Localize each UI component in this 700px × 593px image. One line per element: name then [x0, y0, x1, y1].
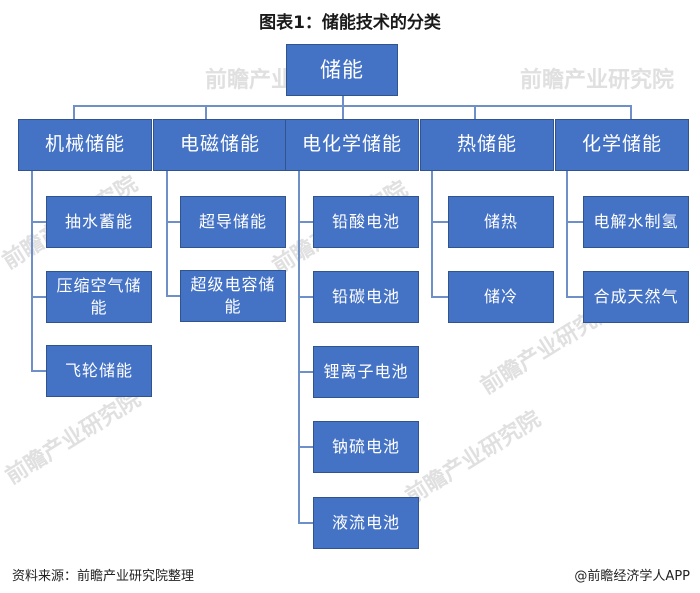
- connector-line: [630, 105, 632, 119]
- leaf-node: 压缩空气储能: [46, 271, 152, 323]
- connector-line: [298, 446, 314, 448]
- connector-line: [298, 296, 314, 298]
- connector-line: [31, 171, 33, 371]
- connector-line: [431, 171, 433, 297]
- connector-line: [73, 105, 75, 119]
- connector-line: [342, 105, 344, 119]
- watermark: 前瞻产业研究院: [1, 386, 146, 490]
- connector-line: [298, 371, 314, 373]
- leaf-node: 液流电池: [313, 497, 419, 549]
- leaf-node: 超导储能: [180, 196, 286, 248]
- leaf-node: 铅酸电池: [313, 196, 419, 248]
- connector-line: [431, 221, 449, 223]
- category-node: 电化学储能: [285, 119, 419, 171]
- connector-line: [166, 171, 168, 296]
- root-node: 储能: [286, 44, 398, 96]
- leaf-node: 钠硫电池: [313, 421, 419, 473]
- leaf-node: 超级电容储能: [180, 270, 286, 322]
- leaf-node: 储热: [448, 196, 554, 248]
- leaf-node: 合成天然气: [583, 271, 689, 323]
- connector-line: [566, 171, 568, 297]
- category-node: 化学储能: [555, 119, 689, 171]
- leaf-node: 抽水蓄能: [46, 196, 152, 248]
- connector-line: [73, 105, 631, 107]
- watermark: 前瞻产业研究院: [401, 406, 546, 510]
- connector-line: [31, 370, 47, 372]
- connector-line: [298, 221, 314, 223]
- leaf-node: 储冷: [448, 271, 554, 323]
- leaf-node: 铅碳电池: [313, 271, 419, 323]
- connector-line: [298, 171, 300, 523]
- leaf-node: 飞轮储能: [46, 345, 152, 397]
- connector-line: [298, 522, 314, 524]
- connector-line: [474, 105, 476, 119]
- connector-line: [431, 296, 449, 298]
- connector-line: [205, 105, 207, 119]
- connector-line: [566, 221, 584, 223]
- chart-title: 图表1：储能技术的分类: [259, 13, 441, 33]
- credit-note: @前瞻经济学人APP: [574, 569, 690, 584]
- connector-line: [31, 296, 47, 298]
- connector-line: [166, 221, 180, 223]
- watermark: 前瞻产业研究院: [520, 68, 675, 93]
- connector-line: [342, 96, 344, 106]
- connector-line: [166, 295, 180, 297]
- leaf-node: 电解水制氢: [583, 196, 689, 248]
- source-note: 资料来源：前瞻产业研究院整理: [12, 569, 195, 584]
- connector-line: [31, 221, 47, 223]
- category-node: 机械储能: [18, 119, 152, 171]
- category-node: 热储能: [420, 119, 554, 171]
- connector-line: [566, 296, 584, 298]
- leaf-node: 锂离子电池: [313, 346, 419, 398]
- category-node: 电磁储能: [153, 119, 287, 171]
